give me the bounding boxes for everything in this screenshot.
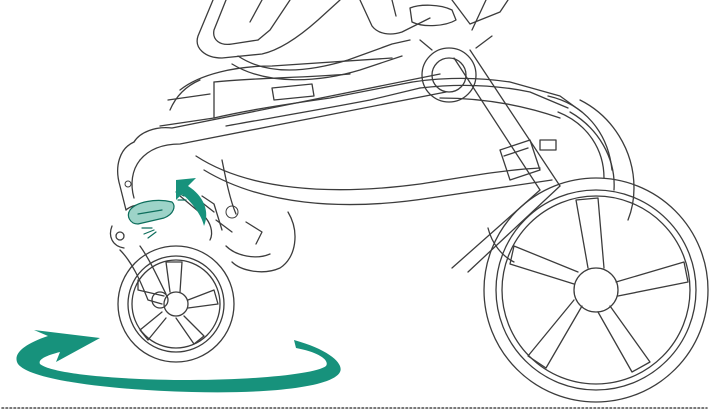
lever-flip-arrow-icon	[176, 178, 206, 226]
swivel-rotation-arrow-icon	[16, 330, 340, 392]
rear-wheel-far	[488, 100, 634, 262]
swivel-lock-lever	[128, 200, 174, 224]
front-wheel-rear	[216, 212, 295, 272]
stroller-frame	[134, 36, 612, 272]
front-wheel	[118, 246, 234, 362]
rear-wheel	[484, 178, 708, 402]
stroller-body	[160, 58, 582, 126]
front-fork-assembly	[111, 142, 239, 304]
